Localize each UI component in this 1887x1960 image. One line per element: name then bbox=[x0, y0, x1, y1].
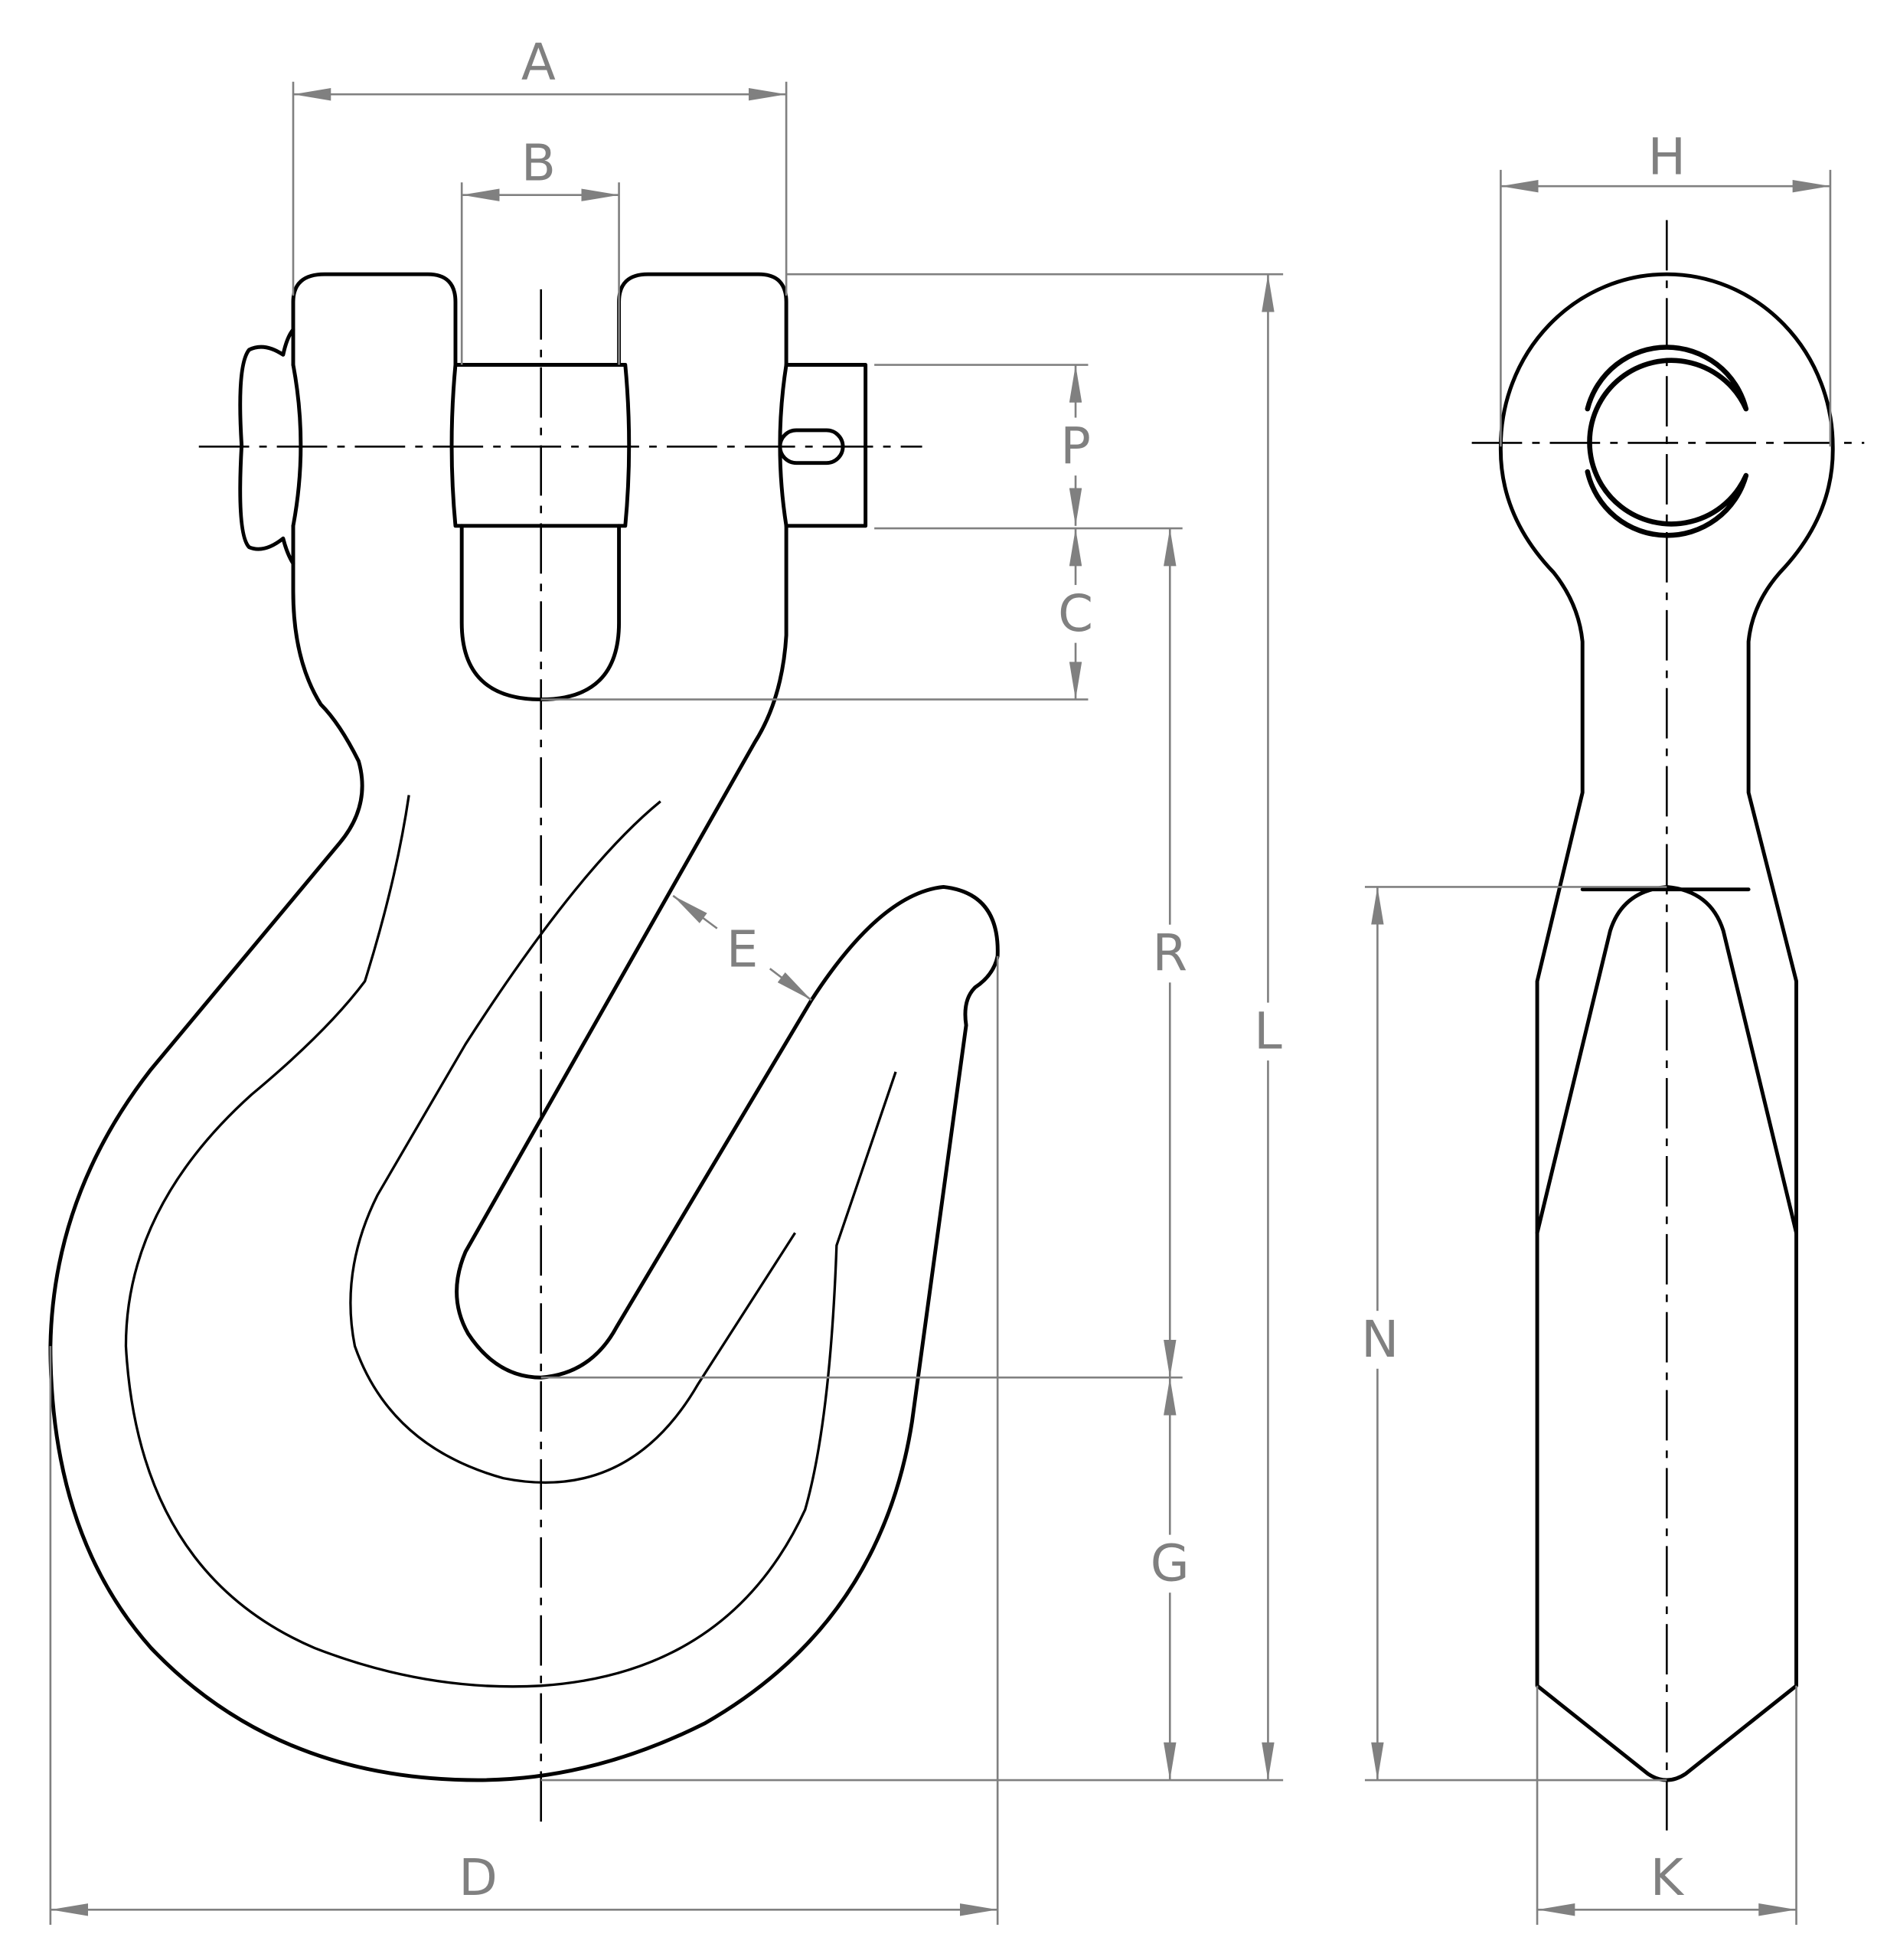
label-k: K bbox=[1650, 1849, 1685, 1907]
label-g: G bbox=[1151, 1534, 1190, 1592]
extension-lines bbox=[49, 81, 1284, 1925]
side-view: H N K bbox=[1350, 128, 1865, 1925]
label-c: C bbox=[1058, 585, 1093, 643]
dim-arrow-e-2 bbox=[769, 968, 812, 1001]
side-outline bbox=[1498, 272, 1835, 1782]
label-p: P bbox=[1060, 417, 1091, 475]
label-e: E bbox=[726, 921, 759, 979]
pin-nut bbox=[778, 363, 868, 528]
front-view: A B P C E R G L D bbox=[48, 34, 1294, 1925]
pin-head bbox=[238, 328, 303, 566]
label-n: N bbox=[1361, 1311, 1399, 1369]
side-extension-lines bbox=[1364, 169, 1832, 1925]
label-d: D bbox=[459, 1849, 498, 1907]
dim-arrow-e-1 bbox=[672, 894, 718, 929]
label-b: B bbox=[521, 135, 556, 193]
hook-fillet-lines bbox=[124, 795, 897, 1688]
label-a: A bbox=[521, 34, 556, 92]
label-r: R bbox=[1152, 924, 1187, 982]
label-l: L bbox=[1254, 1002, 1282, 1060]
label-h: H bbox=[1648, 128, 1686, 186]
pin-collar bbox=[449, 363, 632, 528]
